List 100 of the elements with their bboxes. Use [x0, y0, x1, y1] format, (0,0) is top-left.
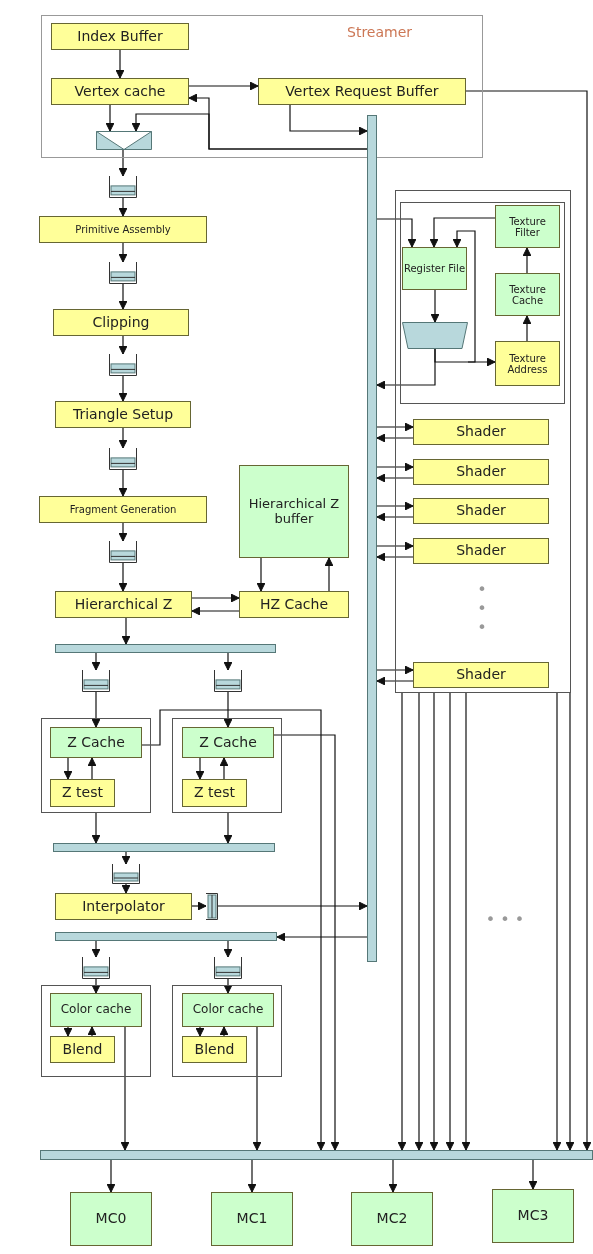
queue-symbol [109, 448, 137, 470]
arrow [131, 113, 368, 150]
queue-symbol [206, 893, 218, 920]
process-box: Z test [50, 779, 115, 807]
arrow [118, 562, 128, 592]
queue-symbol [82, 957, 110, 979]
arrow [429, 692, 439, 1151]
arrow [247, 1159, 257, 1193]
queue-symbol [109, 262, 137, 284]
memory-box: Texture Cache [495, 273, 560, 316]
arrow [414, 692, 424, 1151]
arrow [429, 217, 496, 248]
arrow [376, 501, 414, 511]
arrow [141, 709, 326, 1151]
arrow [388, 1159, 398, 1193]
arrow [191, 593, 240, 603]
queue-symbol [214, 957, 242, 979]
group-title: Streamer [347, 24, 413, 40]
arrow [195, 757, 205, 780]
process-box: Blend [50, 1036, 115, 1063]
arrow [376, 676, 414, 686]
group-box [395, 190, 571, 693]
queue-symbol [112, 864, 140, 884]
arrow [115, 49, 125, 79]
alu-trapezoid [402, 322, 468, 349]
arrow [376, 218, 417, 248]
process-box: Texture Address [495, 341, 560, 386]
arrow [195, 1026, 205, 1037]
arrow [552, 692, 562, 1151]
arrow [121, 851, 131, 865]
arrow [376, 541, 414, 551]
arrow [289, 104, 368, 136]
arrow [118, 427, 128, 449]
arrow [452, 230, 476, 363]
process-box: Shader [413, 459, 549, 485]
group-box [400, 202, 565, 404]
memory-box: MC2 [351, 1192, 433, 1246]
queue-symbol [109, 541, 137, 563]
arrow [223, 652, 233, 671]
group-box [41, 985, 151, 1077]
process-box: Interpolator [55, 893, 192, 920]
arrow [219, 757, 229, 780]
bus-bar [40, 1150, 593, 1160]
process-box: Shader [413, 498, 549, 524]
bus-bar [55, 932, 277, 941]
ellipsis-dots: • • • [484, 910, 526, 929]
process-box: Vertex Request Buffer [258, 78, 466, 105]
arrow [273, 734, 340, 1151]
arrow [465, 90, 592, 1151]
process-box: Z test [182, 779, 247, 807]
arrow [191, 606, 240, 616]
arrow [188, 81, 259, 91]
process-box: Fragment Generation [39, 496, 207, 523]
arrow [461, 692, 471, 1151]
arrow [121, 883, 131, 894]
process-box: Triangle Setup [55, 401, 191, 428]
arrow [105, 104, 115, 132]
arrow [223, 691, 233, 728]
arrow [91, 812, 101, 844]
arrow [118, 197, 128, 217]
arrow [430, 289, 440, 323]
memory-box: MC3 [492, 1189, 574, 1243]
process-box: Shader [413, 419, 549, 445]
arrow [118, 335, 128, 355]
arrow [118, 469, 128, 497]
memory-box: Register File [402, 247, 467, 290]
queue-symbol [109, 176, 137, 198]
arrow [63, 757, 73, 780]
arrow [118, 149, 128, 177]
arrow [118, 242, 128, 263]
arrow [522, 247, 532, 274]
arrow [223, 812, 233, 844]
arrow [376, 422, 414, 432]
bus-bar [55, 644, 276, 653]
arrow [376, 665, 414, 675]
arrow [376, 552, 414, 562]
memory-box: Color cache [182, 993, 274, 1027]
arrow [324, 557, 334, 592]
group-box [172, 985, 282, 1077]
arrow [118, 283, 128, 310]
arrow [376, 348, 436, 390]
memory-box: Texture Filter [495, 205, 560, 248]
arrow [376, 462, 414, 472]
memory-box: Z Cache [182, 727, 274, 758]
arrow [120, 1026, 130, 1151]
process-box: Vertex cache [51, 78, 189, 105]
process-box: HZ Cache [239, 591, 349, 618]
ellipsis-dots: • • • [476, 580, 488, 637]
process-box: Index Buffer [51, 23, 189, 50]
arrow [376, 473, 414, 483]
arrow [121, 617, 131, 645]
arrow [191, 901, 207, 911]
arrow [87, 757, 97, 780]
queue-symbol [214, 670, 242, 692]
arrow [522, 315, 532, 342]
arrow [217, 901, 368, 911]
arrow [565, 692, 575, 1151]
arrow [528, 1159, 538, 1190]
bus-bar [367, 115, 377, 962]
arrow [106, 1159, 116, 1193]
